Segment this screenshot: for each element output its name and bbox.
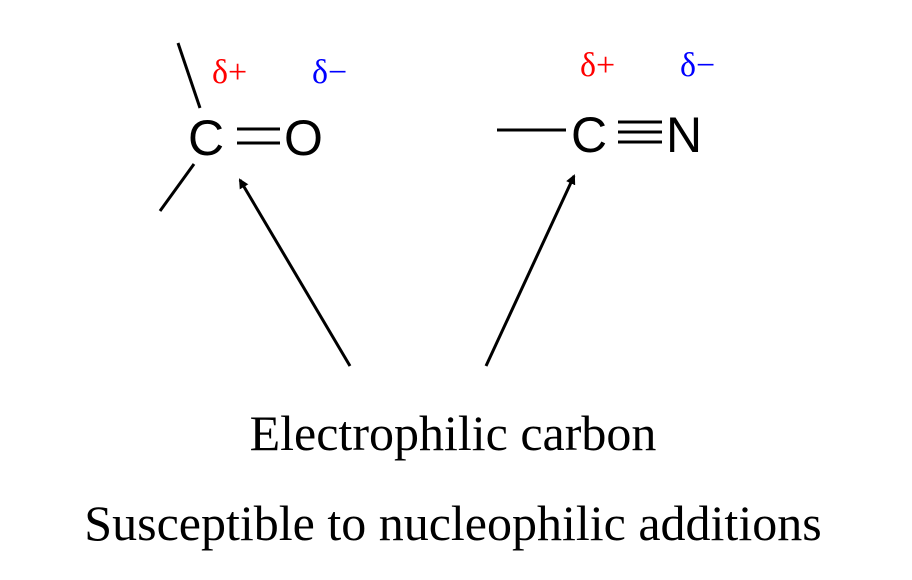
nitrile-group: C N δ+ δ− [497, 47, 715, 163]
delta-minus-label: δ− [312, 54, 347, 91]
carbonyl-carbon: C [188, 110, 224, 166]
caption-line-2: Susceptible to nucleophilic additions [84, 495, 821, 551]
nitrile-carbon: C [571, 107, 607, 163]
nitrile-nitrogen: N [666, 107, 702, 163]
delta-plus-label: δ+ [580, 47, 615, 84]
bond-lower [158, 163, 196, 212]
delta-minus-label: δ− [680, 47, 715, 84]
bond-upper [176, 42, 202, 109]
carbonyl-oxygen: O [284, 110, 323, 166]
delta-plus-label: δ+ [212, 54, 247, 91]
caption-line-1: Electrophilic carbon [250, 405, 657, 461]
carbonyl-group: C O δ+ δ− [158, 42, 347, 212]
arrow-to-nitrile [484, 174, 576, 367]
arrow-to-carbonyl [238, 178, 352, 367]
